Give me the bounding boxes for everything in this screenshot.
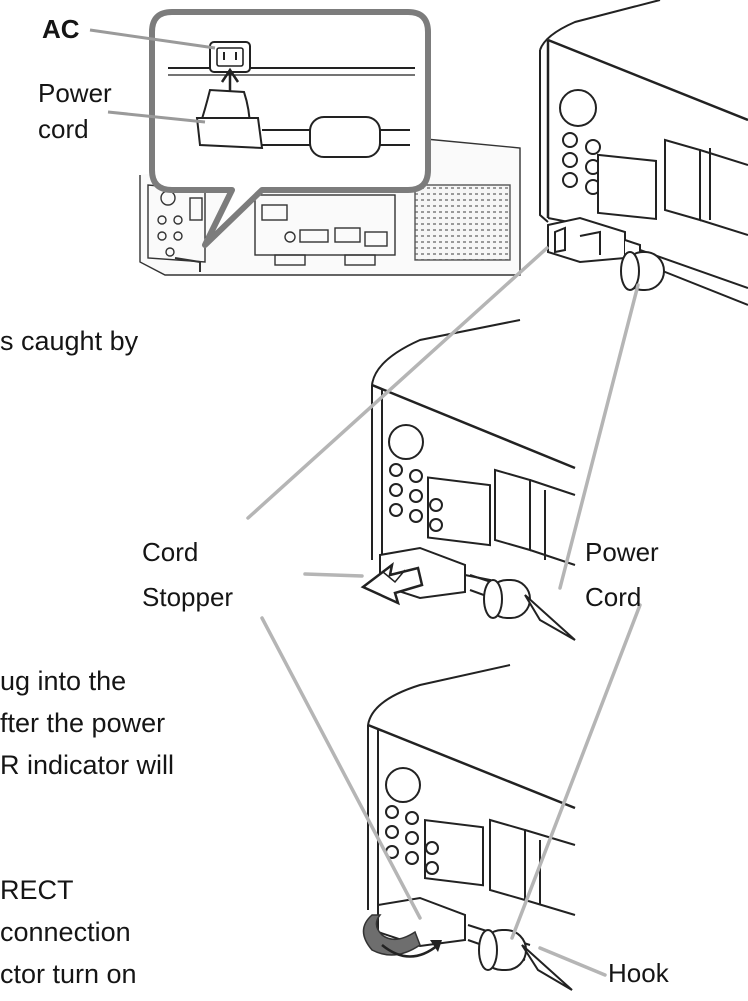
- body-text-line: R indicator will: [0, 748, 174, 783]
- body-text-line: ug into the: [0, 664, 126, 699]
- power-cord-label-line2: Cord: [585, 582, 641, 612]
- projector-detail-top: [540, 0, 748, 305]
- body-text-line: ctor turn on: [0, 957, 137, 992]
- hook-label: Hook: [608, 958, 669, 988]
- callout-power-label-line2: cord: [38, 114, 89, 144]
- callout-power-label-line1: Power: [38, 78, 112, 108]
- ac-label: AC: [42, 14, 80, 44]
- projector-detail-middle: [363, 320, 575, 640]
- cord-stopper-label-line1: Cord: [142, 537, 198, 567]
- body-text-line: RECT: [0, 873, 74, 908]
- power-cord-label-line1: Power: [585, 537, 659, 567]
- body-text-line: fter the power: [0, 706, 165, 741]
- body-text-line: connection: [0, 915, 131, 950]
- cord-stopper-label-line2: Stopper: [142, 582, 233, 612]
- body-text-line: s caught by: [0, 324, 138, 359]
